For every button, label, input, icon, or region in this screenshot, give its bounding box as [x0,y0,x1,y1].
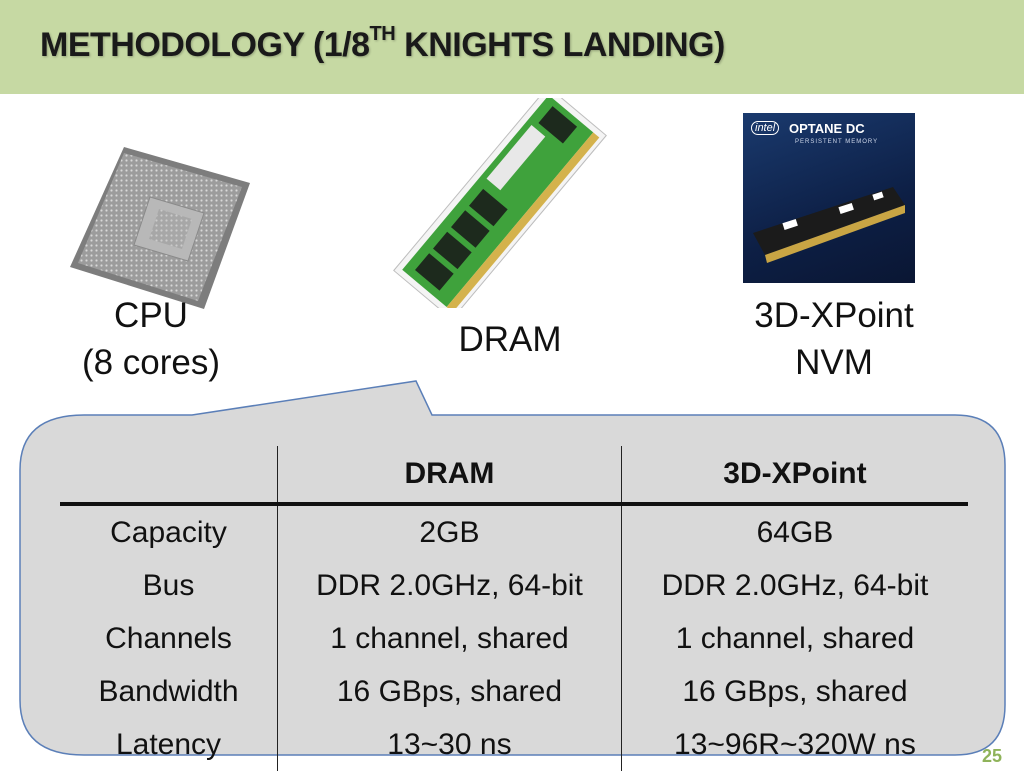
row-label: Bus [142,568,195,602]
cpu-chip-icon [70,147,250,309]
row-label: Channels [105,621,232,655]
xpoint-cell: 64GB [620,504,968,559]
row-label: Capacity [110,515,227,549]
dram-label-line1: DRAM [458,320,562,359]
table-header-3dxpoint: 3D-XPoint [620,446,968,506]
page-number: 25 [981,746,1002,766]
optane-module-icon [753,187,905,263]
table-row: Bus DDR 2.0GHz, 64-bit DDR 2.0GHz, 64-bi… [60,559,968,612]
nvm-label-line1: 3D-XPoint [754,296,914,335]
table-row: Latency 13~30 ns 13~96R~320W ns [60,718,968,771]
table-header-dram: DRAM [276,446,622,506]
dram-cell: 2GB [276,504,622,559]
optane-brand-text: OPTANE DC [789,121,865,136]
dram-cell: 16 GBps, shared [276,665,622,718]
row-label: Latency [115,727,222,761]
table-row: Capacity 2GB 64GB [60,504,968,559]
optane-sub-text: PERSISTENT MEMORY [795,139,879,145]
title-bar: METHODOLOGY (1/8TH KNIGHTS LANDING) [0,0,1024,94]
cpu-label: CPU (8 cores) [56,292,246,386]
xpoint-cell: 13~96R~320W ns [620,718,968,771]
table-row: Channels 1 channel, shared 1 channel, sh… [60,612,968,665]
table-header-empty [60,446,278,506]
nvm-label: 3D-XPoint NVM [722,292,946,386]
table-row: Bandwidth 16 GBps, shared 16 GBps, share… [60,665,968,718]
dram-label: DRAM [420,316,600,363]
slide-title: METHODOLOGY (1/8TH KNIGHTS LANDING) [40,22,725,64]
xpoint-cell: 1 channel, shared [620,612,968,665]
xpoint-cell: DDR 2.0GHz, 64-bit [620,559,968,612]
nvm-label-line2: NVM [795,343,873,382]
row-label: Bandwidth [98,674,239,708]
cpu-label-line1: CPU [114,296,188,335]
dram-cell: 1 channel, shared [276,612,622,665]
dram-module-icon [393,98,607,308]
optane-product-image: intel OPTANE DC PERSISTENT MEMORY [743,113,915,283]
dram-cell: DDR 2.0GHz, 64-bit [276,559,622,612]
xpoint-cell: 16 GBps, shared [620,665,968,718]
cpu-label-line2: (8 cores) [81,343,221,382]
intel-logo: intel [751,121,780,135]
spec-table: DRAM 3D-XPoint Capacity 2GB 64GB Bus DDR… [60,446,968,771]
dram-cell: 13~30 ns [276,718,622,771]
table-header-row: DRAM 3D-XPoint [60,446,968,506]
